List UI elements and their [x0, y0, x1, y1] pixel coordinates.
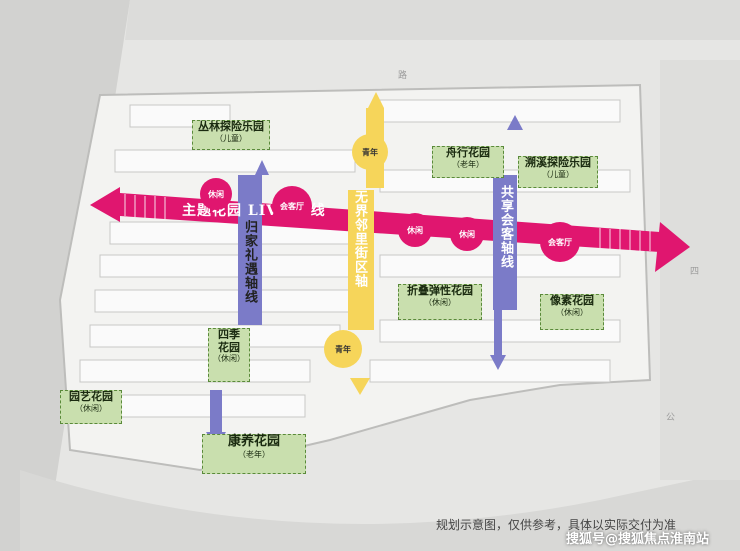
garden-xiangsu: 像素花园 （休闲）: [540, 294, 604, 330]
garden-name: 园艺花园: [69, 390, 113, 403]
tag-qingnian-1: 青年: [352, 134, 388, 170]
garden-conglin: 丛林探险乐园 （儿童）: [192, 120, 270, 150]
garden-name: 康养花园: [227, 434, 280, 449]
garden-zhouxing: 舟行花园 （老年）: [432, 146, 504, 178]
tag-xiuxian-3: 休闲: [450, 217, 484, 251]
neighborhood-axis-label: 无界邻里街区轴: [352, 190, 367, 288]
road-label-bottom: 公: [666, 413, 676, 423]
garden-kangyang: 康养花园 （老年）: [202, 434, 306, 474]
tag-huikeiting-2: 会客厅: [540, 222, 580, 262]
garden-yuanyi: 园艺花园 （休闲）: [60, 390, 122, 424]
road-label-right: 四: [690, 267, 700, 277]
garden-type: （老年）: [238, 449, 270, 459]
garden-type: （老年）: [452, 159, 484, 169]
garden-type: （休闲）: [75, 403, 107, 413]
garden-name: 折叠弹性花园: [407, 284, 473, 297]
garden-type: （休闲）: [424, 297, 456, 307]
tag-xiuxian-1: 休闲: [200, 178, 232, 210]
garden-suxi: 溯溪探险乐园 （儿童）: [518, 156, 598, 188]
tag-huikeiting-1: 会客厅: [272, 186, 312, 226]
garden-zhedie: 折叠弹性花园 （休闲）: [398, 284, 482, 320]
garden-name: 四季花园: [218, 328, 240, 354]
garden-type: （休闲）: [213, 354, 245, 364]
tag-xiuxian-2: 休闲: [398, 213, 432, 247]
garden-name: 溯溪探险乐园: [525, 156, 591, 169]
road-top: [125, 0, 740, 40]
garden-name: 丛林探险乐园: [198, 120, 264, 133]
guijia-axis-label: 归家礼遇轴线: [242, 220, 257, 304]
garden-type: （儿童）: [215, 133, 247, 143]
garden-siji: 四季花园 （休闲）: [208, 328, 250, 382]
garden-name: 像素花园: [550, 294, 594, 307]
watermark-text: 搜狐号@搜狐焦点淮南站: [566, 532, 710, 547]
shared-axis-arrow: [490, 115, 523, 370]
road-label-top: 路: [398, 71, 408, 81]
garden-type: （儿童）: [542, 169, 574, 179]
garden-type: （休闲）: [556, 307, 588, 317]
tag-qingnian-2: 青年: [324, 330, 362, 368]
road-bottom-curve: [20, 470, 740, 551]
road-right: [660, 60, 740, 480]
garden-name: 舟行花园: [446, 146, 490, 159]
disclaimer-text: 规划示意图，仅供参考，具体以实际交付为准: [436, 518, 677, 532]
shared-axis-label: 共享会客轴线: [498, 185, 513, 269]
